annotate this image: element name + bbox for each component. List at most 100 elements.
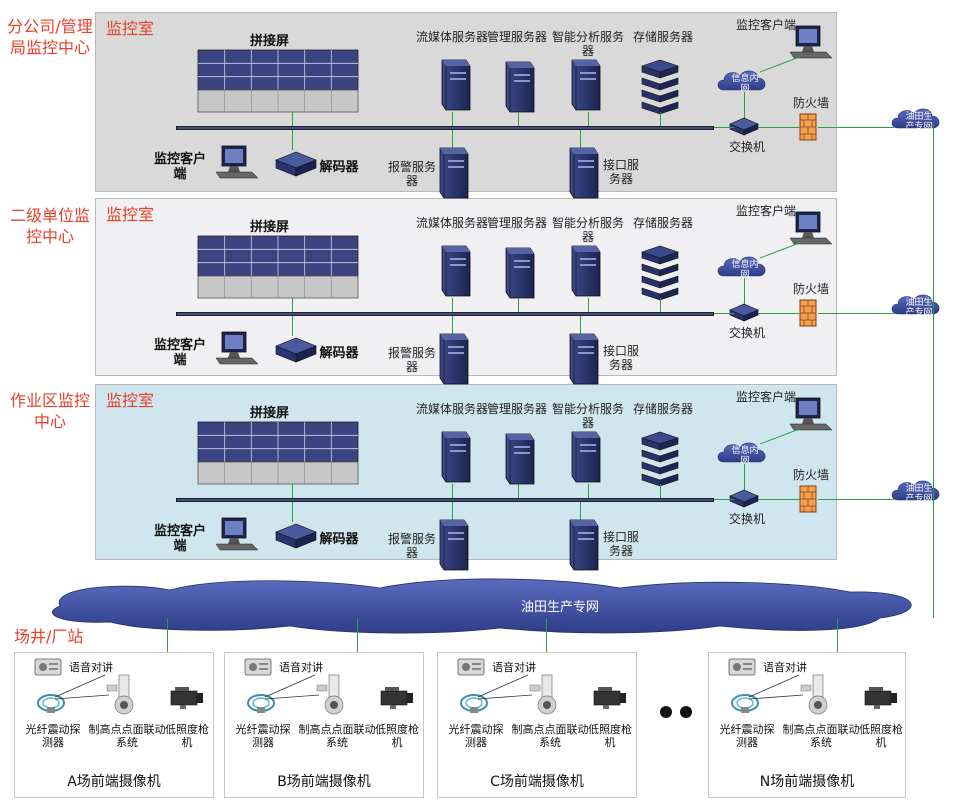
level-1-firewall-icon [799,113,817,141]
site-1-link-lines [54,674,110,700]
level-2-server-label-2: 管理服务器 [486,216,547,230]
level-2-bus-lower-drop-2 [452,316,453,336]
site-4-device-label-3: 低照度枪机 [859,723,903,749]
level-1-bottom-client-label: 监控客户端 [153,152,206,182]
site-1-title: A场前端摄像机 [67,774,161,790]
level-1-storage-server-icon [641,59,679,115]
site-2-device-label-2: 制高点点面联动系统 [298,723,376,749]
level-3-firewall-cloud-link [818,499,894,500]
level-2-alarm-server-label: 报警服务器 [387,346,436,374]
level-2-bus-drop-5 [660,298,661,314]
level-1-bus-drop-5 [660,112,661,128]
level-2-bus-drop-2 [452,298,453,314]
level-3-bus-drop-2 [452,484,453,500]
level-3-bus-drop-3 [518,484,519,500]
level-1-bus-drop-4 [588,112,589,128]
level-2-server-label-4: 存储服务器 [632,216,693,230]
level-2-bus-drop-4 [588,298,589,314]
level-1-cloud-switch-link [744,92,745,120]
site-3-link-lines [477,674,533,700]
level-2-bus-drop-3 [518,298,519,314]
site-3-device-label-2: 制高点点面联动系统 [511,723,589,749]
level-1-firewall-cloud-link [818,127,894,128]
level-2-firewall-icon [799,299,817,327]
site-1-box-camera-icon [170,686,204,710]
site-2-intercom-label: 语音对讲 [279,661,323,674]
level-2-interface-server-label: 接口服务器 [602,344,639,372]
level-2-production-net-cloud-label: 油田生产专网 [905,298,933,318]
site-3-device-label-3: 低照度枪机 [588,723,632,749]
main-network-cloud-label: 油田生产专网 [520,600,599,615]
level-2-switch-icon [729,303,759,322]
level-1-room-title: 监控室 [106,19,155,38]
level-2-management-server-icon [505,247,535,299]
level-3-switch-icon [729,489,759,508]
site-4-dome-system-icon [800,674,828,715]
level-1-network-bus [176,126,714,130]
level-3-bus-drop-5 [660,484,661,500]
level-1-production-net-cloud-label: 油田生产专网 [905,112,933,132]
level-2-cloud-monitor-link [759,241,803,259]
level-3-bus-switch-link [714,499,734,500]
site-4-link-lines [748,674,804,700]
level-2-firewall-label: 防火墙 [792,282,829,296]
site-4-intercom-label: 语音对讲 [763,661,807,674]
level-1-streaming-server-icon [441,59,471,111]
level-3-bottom-client-label: 监控客户端 [153,524,206,554]
level-3-bus-lower-drop-3 [580,502,581,522]
level-3-intranet-cloud-label: 信息内网 [731,446,759,466]
level-3-decoder-label: 解码器 [319,532,359,547]
level-2-alarm-server-icon [439,333,469,385]
site-1-device-label-1: 光纤震动探测器 [25,723,81,749]
level-3-network-bus [176,498,714,502]
level-3-server-label-2: 管理服务器 [486,402,547,416]
level-1-top-client-monitor-icon [789,25,833,59]
level-1-splice-screen-icon [197,49,359,113]
site-4-title: N场前端摄像机 [759,774,855,790]
level-3-analysis-server-icon [571,431,601,483]
level-3-switch-firewall-link [758,499,800,500]
level-1-switch-icon [729,117,759,136]
level-3-alarm-server-label: 报警服务器 [387,532,436,560]
level-3-firewall-label: 防火墙 [792,468,829,482]
level-2-bus-switch-link [714,313,734,314]
level-3-server-label-3: 智能分析服务器 [551,402,624,430]
site-3-box-camera-icon [593,686,627,710]
level-3-side-label: 作业区监控中心 [9,391,90,431]
site-2-title: B场前端摄像机 [277,774,371,790]
site-1-intercom-label: 语音对讲 [69,661,113,674]
site-a-link [167,618,168,652]
level-2-bus-lower-drop-1 [292,316,293,336]
site-2-box-camera-icon [380,686,414,710]
site-1-dome-system-icon [106,674,134,715]
level-3-storage-server-icon [641,431,679,487]
level-2-top-client-monitor-icon [789,211,833,245]
level-3-alarm-server-icon [439,519,469,571]
site-c-link [546,618,547,652]
level-1-cloud-monitor-link [759,55,803,73]
site-n-link [837,618,838,652]
site-section-label: 场井/厂站 [14,627,84,646]
level-3-interface-server-label: 接口服务器 [602,530,639,558]
level-1-bus-lower-drop-3 [580,130,581,150]
level-2-cloud-switch-link [744,278,745,306]
level-2-bottom-client-monitor-icon [215,331,259,365]
level-3-production-net-cloud-label: 油田生产专网 [905,484,933,504]
site-4-device-label-2: 制高点点面联动系统 [782,723,860,749]
site-2-link-lines [264,674,320,700]
level-1-decoder-label: 解码器 [319,160,359,175]
level-1-bus-drop-2 [452,112,453,128]
level-1-firewall-label: 防火墙 [792,96,829,110]
level-3-switch-label: 交换机 [728,512,765,526]
level-3-bus-drop-4 [588,484,589,500]
site-4-box-camera-icon [864,686,898,710]
level-2-decoder-label: 解码器 [319,346,359,361]
level-1-analysis-server-icon [571,59,601,111]
level-3-cloud-switch-link [744,464,745,492]
level-1-interface-server-label: 接口服务器 [602,158,639,186]
level-1-switch-label: 交换机 [728,140,765,154]
